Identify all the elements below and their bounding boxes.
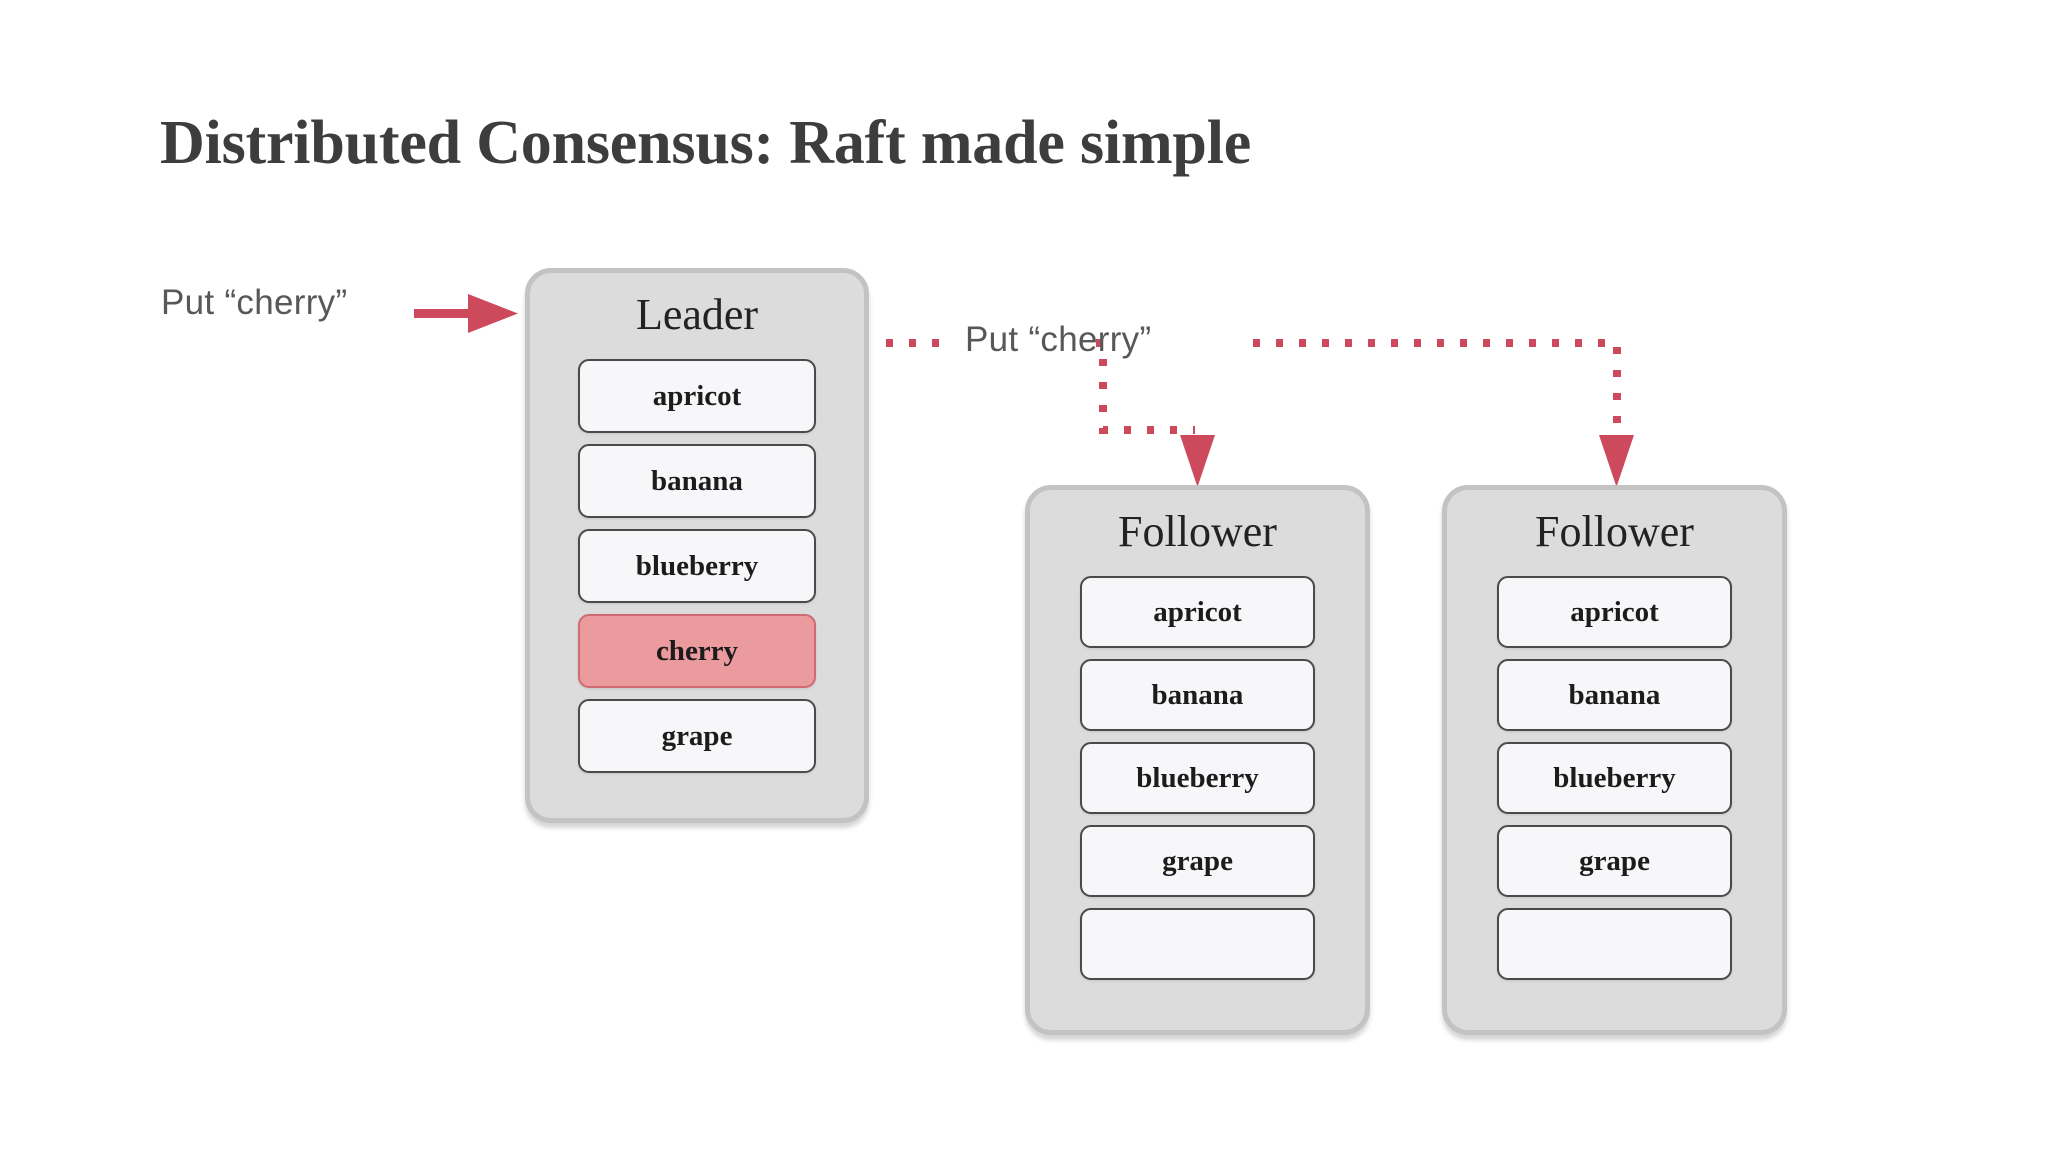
replicate-request-label: Put “cherry” [965,320,1152,359]
node-follower-1-title: Follower [1118,507,1277,556]
log-entry[interactable]: grape [1497,825,1732,897]
log-entry[interactable]: apricot [1080,576,1315,648]
node-follower-2-title: Follower [1535,507,1694,556]
log-entry[interactable]: grape [1080,825,1315,897]
client-request-label: Put “cherry” [161,283,348,322]
log-entry-empty[interactable] [1080,908,1315,980]
log-entry[interactable]: banana [1080,659,1315,731]
node-follower-2-log: apricot banana blueberry grape [1447,576,1782,980]
log-entry-empty[interactable] [1497,908,1732,980]
log-entry[interactable]: apricot [1497,576,1732,648]
log-entry[interactable]: blueberry [578,529,816,603]
log-entry[interactable]: blueberry [1080,742,1315,814]
log-entry[interactable]: blueberry [1497,742,1732,814]
arrow-leader-to-follower-2 [1253,339,1634,487]
log-entry[interactable]: banana [578,444,816,518]
node-follower-1-log: apricot banana blueberry grape [1030,576,1365,980]
arrow-leader-to-follower-1 [886,339,1215,487]
log-entry[interactable]: banana [1497,659,1732,731]
log-entry-highlighted[interactable]: cherry [578,614,816,688]
node-leader-title: Leader [635,290,759,339]
node-leader[interactable]: Leader apricot banana blueberry cherry g… [525,268,869,823]
node-follower-2[interactable]: Follower apricot banana blueberry grape [1442,485,1787,1035]
page-title: Distributed Consensus: Raft made simple [160,109,1252,177]
arrow-client-to-leader [414,294,518,333]
log-entry[interactable]: apricot [578,359,816,433]
node-leader-log: apricot banana blueberry cherry grape [530,359,864,773]
log-entry[interactable]: grape [578,699,816,773]
node-follower-1[interactable]: Follower apricot banana blueberry grape [1025,485,1370,1035]
